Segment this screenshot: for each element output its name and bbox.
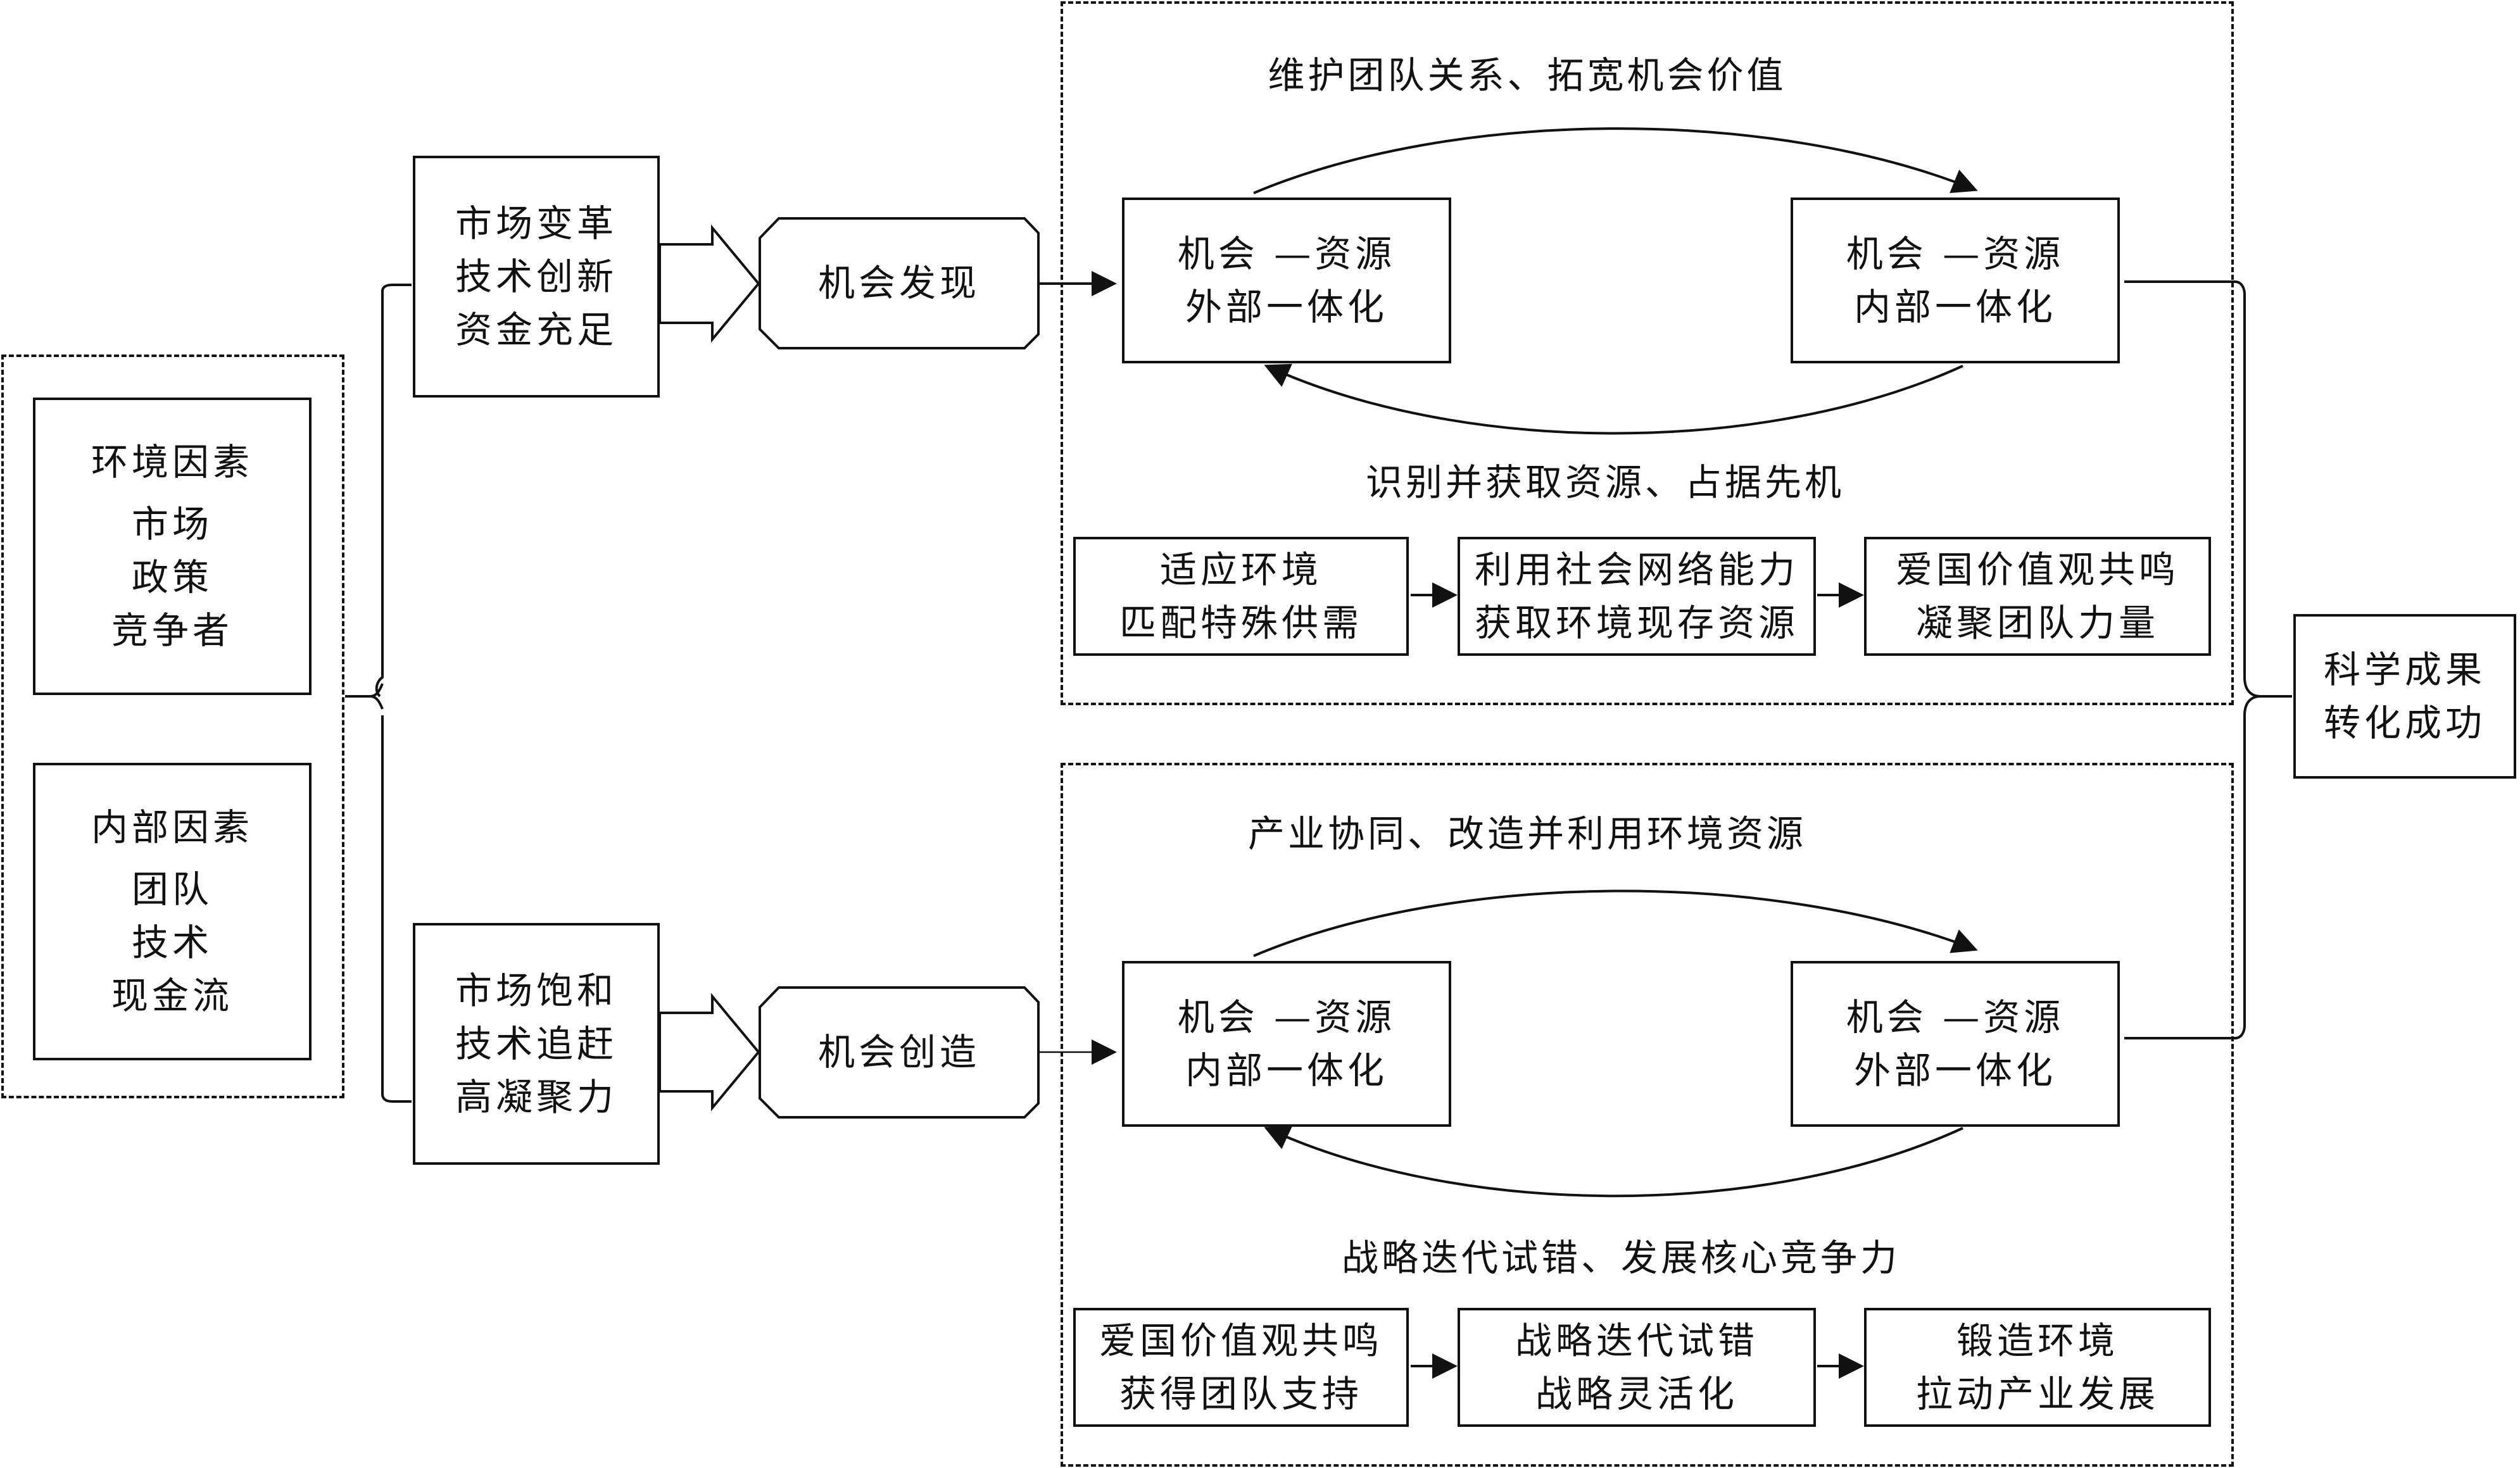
internal-factor-item: 团队 [131,867,213,911]
bottom-loop-right-box: 机会 —资源 外部一体化 [1791,961,2120,1127]
bottom-step-box: 锻造环境 拉动产业发展 [1864,1308,2211,1427]
environment-factor-item: 市场 [131,502,213,546]
environment-factors-box: 环境因素 市场 政策 竞争者 [33,398,312,695]
opportunity-create: 机会创造 [817,1031,980,1074]
environment-factor-item: 政策 [131,556,213,599]
driver-box-bottom: 市场饱和 技术追赶 高凝聚力 [413,923,660,1165]
bottom-step-box: 爱国价值观共鸣 获得团队支持 [1073,1308,1409,1427]
hollow-arrow-top [658,224,760,343]
bottom-loop-group [1061,763,2234,1467]
bottom-loop-lower-label: 战略迭代试错、发展核心竞争力 [1341,1236,1901,1279]
bottom-loop-left-box: 机会 —资源 内部一体化 [1122,961,1451,1127]
top-loop-group [1061,1,2234,705]
right-brace [2124,280,2292,1039]
factors-group [1,354,344,1098]
environment-factor-item: 竞争者 [111,609,233,653]
opportunity-create-box [759,986,1040,1119]
driver-item: 技术创新 [455,254,617,298]
arc-bottom-upper [1253,889,1978,957]
driver-item: 高凝聚力 [455,1076,617,1119]
hollow-arrow-bottom [658,993,760,1112]
result-box: 科学成果 转化成功 [2293,614,2516,779]
left-brace [345,284,412,1103]
top-loop-left-box: 机会 —资源 外部一体化 [1122,198,1451,363]
internal-factor-item: 现金流 [111,974,233,1018]
environment-factors-title: 环境因素 [91,440,253,484]
internal-factors-title: 内部因素 [91,805,253,849]
bottom-step-box: 战略迭代试错 战略灵活化 [1458,1308,1816,1427]
internal-factor-item: 技术 [131,921,213,964]
driver-item: 资金充足 [455,308,617,352]
opportunity-discover-box [759,217,1040,349]
arc-top-lower [1264,363,1963,435]
driver-item: 市场饱和 [455,969,617,1012]
internal-factors-box: 内部因素 团队 技术 现金流 [33,763,312,1060]
arc-top-upper [1253,127,1978,194]
driver-box-top: 市场变革 技术创新 资金充足 [413,156,660,398]
top-step-box: 适应环境 匹配特殊供需 [1073,537,1409,656]
driver-item: 技术追赶 [455,1022,617,1065]
driver-item: 市场变革 [455,201,617,245]
bottom-loop-upper-label: 产业协同、改造并利用环境资源 [1247,812,1807,855]
top-loop-right-box: 机会 —资源 内部一体化 [1791,198,2120,363]
arc-bottom-lower [1264,1126,1963,1198]
opportunity-discover: 机会发现 [817,261,980,305]
top-loop-lower-label: 识别并获取资源、占据先机 [1365,461,1845,504]
top-step-box: 利用社会网络能力 获取环境现存资源 [1458,537,1816,656]
top-step-box: 爱国价值观共鸣 凝聚团队力量 [1864,537,2211,656]
top-loop-upper-label: 维护团队关系、拓宽机会价值 [1268,54,1787,97]
